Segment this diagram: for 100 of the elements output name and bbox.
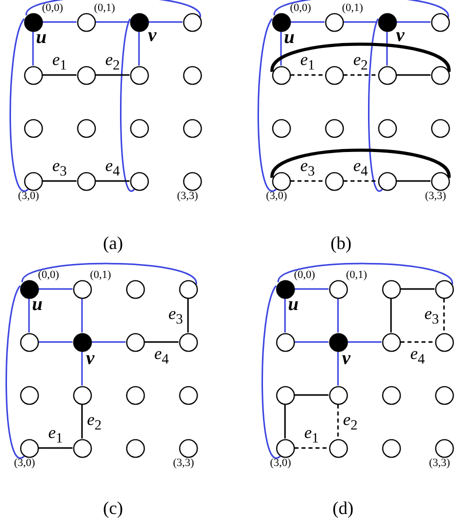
- coordinate-label: (3,0): [270, 458, 292, 469]
- grid-edge: [344, 180, 378, 182]
- coordinate-label: (3,3): [425, 191, 446, 202]
- grid-edge: [396, 74, 430, 76]
- edge-label: e$_{4}$: [352, 157, 369, 179]
- wraparound-edge: [262, 285, 280, 458]
- grid-edge: [187, 298, 189, 332]
- coordinate-label: (3,0): [18, 191, 40, 202]
- grid-edge: [148, 21, 182, 23]
- edge-label: e$_{3}$: [423, 304, 440, 326]
- vertex-label: v: [148, 26, 156, 45]
- panel-caption: (a): [103, 234, 123, 252]
- grid-edge: [81, 298, 83, 332]
- coordinate-label: (3,3): [173, 458, 194, 469]
- grid-edge: [396, 180, 430, 182]
- vertex-label: v: [396, 26, 404, 45]
- grid-edge: [337, 352, 339, 386]
- grid-edge: [144, 341, 178, 343]
- coordinate-label: (0,1): [90, 270, 112, 281]
- wraparound-edge: [278, 262, 453, 284]
- grid-edge: [96, 21, 130, 23]
- coordinate-label: (3,3): [177, 191, 198, 202]
- grid-edge: [81, 352, 83, 386]
- grid-edge: [400, 341, 434, 343]
- vertex-label: u: [36, 28, 47, 47]
- edge-label: e$_{3}$: [299, 157, 316, 179]
- coordinate-label: (0,1): [346, 270, 368, 281]
- grid-edge: [400, 288, 434, 290]
- edge-label: e$_{4}$: [409, 345, 426, 367]
- wraparound-edge: [270, 148, 450, 178]
- coordinate-label: (0,1): [94, 3, 116, 14]
- wraparound-edge: [258, 18, 276, 192]
- edge-label: e$_{3}$: [51, 157, 68, 179]
- grid-edge: [96, 180, 130, 182]
- grid-edge: [337, 404, 339, 438]
- grid-edge: [348, 341, 382, 343]
- grid-edge: [290, 74, 324, 76]
- wraparound-edge: [22, 262, 197, 284]
- coordinate-label: (3,0): [14, 458, 36, 469]
- grid-edge: [42, 180, 76, 182]
- edge-label: e$_{2}$: [86, 410, 103, 432]
- edge-label: e$_{1}$: [303, 424, 320, 446]
- vertex-label: u: [32, 295, 43, 314]
- grid-edge: [42, 21, 76, 23]
- grid-edge: [294, 288, 328, 290]
- wraparound-edge: [120, 18, 135, 192]
- wraparound-edge: [6, 285, 24, 458]
- edge-label: e$_{4}$: [153, 345, 170, 367]
- grid-edge: [386, 32, 388, 66]
- wraparound-edge: [26, 0, 201, 18]
- grid-edge: [42, 74, 76, 76]
- grid-edge: [294, 341, 328, 343]
- grid-edge: [96, 74, 130, 76]
- wraparound-edge: [10, 18, 28, 192]
- edge-label: e$_{4}$: [104, 157, 121, 179]
- edge-label: e$_{1}$: [51, 51, 68, 73]
- vertex-label: u: [288, 295, 299, 314]
- edge-label: e$_{2}$: [104, 51, 121, 73]
- grid-edge: [32, 32, 34, 66]
- grid-edge: [344, 21, 378, 23]
- coordinate-label: (0,1): [342, 3, 364, 14]
- panel-caption: (c): [103, 499, 123, 517]
- edge-label: e$_{2}$: [352, 51, 369, 73]
- grid-edge: [38, 288, 72, 290]
- grid-edge: [138, 32, 140, 66]
- panel-caption: (d): [332, 499, 354, 517]
- wraparound-edge: [274, 0, 449, 18]
- edge-label: e$_{2}$: [342, 410, 359, 432]
- grid-edge: [294, 394, 328, 396]
- edge-label: e$_{1}$: [47, 424, 64, 446]
- coordinate-label: (0,0): [42, 3, 64, 14]
- vertex-label: v: [342, 349, 350, 368]
- grid-edge: [396, 21, 430, 23]
- grid-edge: [443, 298, 445, 332]
- wraparound-edge: [270, 42, 450, 72]
- grid-edge: [294, 447, 328, 449]
- grid-edge: [81, 404, 83, 438]
- coordinate-label: (0,0): [294, 270, 316, 281]
- coordinate-label: (0,0): [290, 3, 312, 14]
- grid-edge: [38, 447, 72, 449]
- grid-edge: [284, 298, 286, 332]
- grid-edge: [344, 74, 378, 76]
- grid-edge: [92, 341, 126, 343]
- grid-edge: [290, 180, 324, 182]
- coordinate-label: (3,0): [266, 191, 288, 202]
- grid-edge: [390, 298, 392, 332]
- wraparound-edge: [368, 18, 383, 192]
- vertex-label: v: [86, 349, 94, 368]
- grid-edge: [38, 341, 72, 343]
- panel-caption: (b): [330, 234, 352, 252]
- vertex-label: u: [284, 28, 295, 47]
- coordinate-label: (3,3): [429, 458, 450, 469]
- grid-edge: [337, 298, 339, 332]
- grid-edge: [28, 298, 30, 332]
- edge-label: e$_{1}$: [299, 51, 316, 73]
- grid-edge: [280, 32, 282, 66]
- grid-edge: [284, 404, 286, 438]
- edge-label: e$_{3}$: [167, 304, 184, 326]
- grid-edge: [290, 21, 324, 23]
- coordinate-label: (0,0): [38, 270, 60, 281]
